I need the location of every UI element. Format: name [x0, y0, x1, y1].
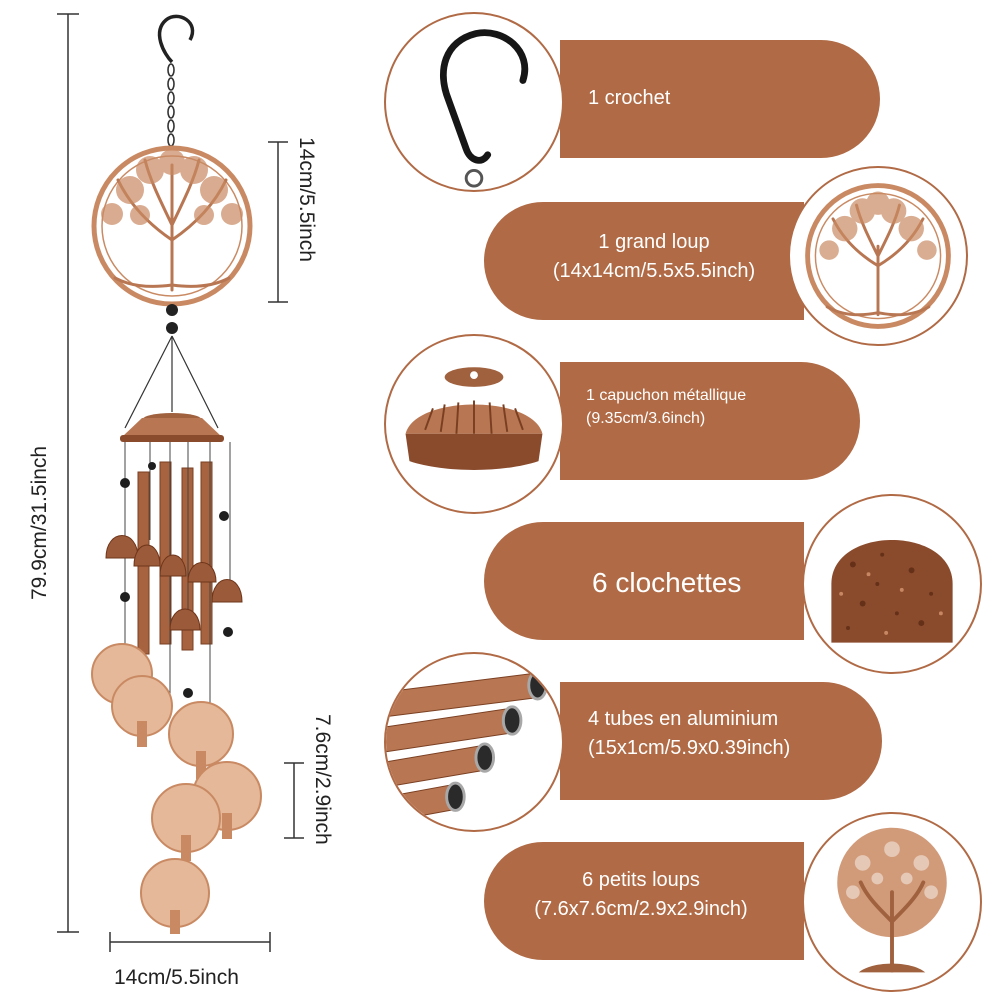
component-label: 1 capuchon métallique	[586, 387, 747, 404]
metal-cap-icon	[405, 367, 543, 470]
component-row-small-trees	[484, 842, 804, 960]
wind-chime-product: 79.9cm/31.5inch 14cm/5.5inch 7.6cm/2.9in…	[0, 0, 380, 1001]
chain-shape	[167, 63, 175, 147]
component-size: (9.35cm/3.6inch)	[586, 410, 706, 428]
small-tree-icon	[837, 827, 947, 973]
big-tree-thumbnail	[788, 166, 968, 346]
component-label-group: 4 tubes en aluminium (15x1cm/5.9x0.39inc…	[588, 705, 790, 763]
width-dimension-line	[109, 932, 271, 952]
component-row-bells	[484, 522, 804, 640]
small-tree-thumbnail	[802, 812, 982, 992]
component-label-group: 1 grand loup (14x14cm/5.5x5.5inch)	[528, 228, 780, 286]
tubes-thumbnail	[384, 652, 564, 832]
metal-cap-thumbnail	[384, 334, 564, 514]
small-beads	[120, 462, 233, 698]
wind-chime-illustration	[57, 13, 304, 952]
total-height-dimension-line	[57, 13, 79, 933]
total-height-label: 79.9cm/31.5inch	[28, 445, 51, 600]
small-tree-dimension-line	[284, 762, 304, 839]
tubes-icon	[386, 670, 548, 823]
component-row-hook	[560, 40, 880, 158]
component-row-big-tree	[484, 202, 804, 320]
width-label: 14cm/5.5inch	[114, 966, 239, 989]
component-row-metal-cap	[560, 362, 860, 480]
hook-thumbnail	[384, 12, 564, 192]
component-label: 6 clochettes	[592, 567, 742, 598]
component-label-group: 6 petits loups (7.6x7.6cm/2.9x2.9inch)	[496, 866, 786, 924]
component-label: 4 tubes en aluminium	[588, 708, 779, 730]
component-row-tubes	[560, 682, 882, 800]
component-label: 6 petits loups	[582, 869, 700, 891]
bell-thumbnail	[802, 494, 982, 674]
big-tree-medallion	[91, 145, 253, 307]
component-label-group: 1 capuchon métallique (9.35cm/3.6inch)	[586, 384, 746, 430]
hook-shape	[157, 14, 195, 64]
component-size: (7.6x7.6cm/2.9x2.9inch)	[534, 898, 748, 920]
small-trees	[91, 643, 262, 934]
bells-shape	[105, 535, 243, 631]
metal-cap-shape	[120, 413, 224, 442]
bell-icon	[831, 540, 953, 643]
component-label: 1 grand loup	[598, 231, 710, 253]
tree-of-life-icon	[805, 183, 951, 329]
component-size: (15x1cm/5.9x0.39inch)	[588, 737, 791, 759]
component-size: (14x14cm/5.5x5.5inch)	[552, 260, 756, 282]
hook-icon	[439, 29, 529, 188]
small-tree-height-label: 7.6cm/2.9inch	[311, 714, 334, 845]
beads-and-cords	[124, 304, 219, 429]
big-tree-height-label: 14cm/5.5inch	[295, 137, 318, 262]
big-tree-dimension-line	[268, 141, 288, 303]
component-label: 1 crochet	[588, 87, 671, 109]
